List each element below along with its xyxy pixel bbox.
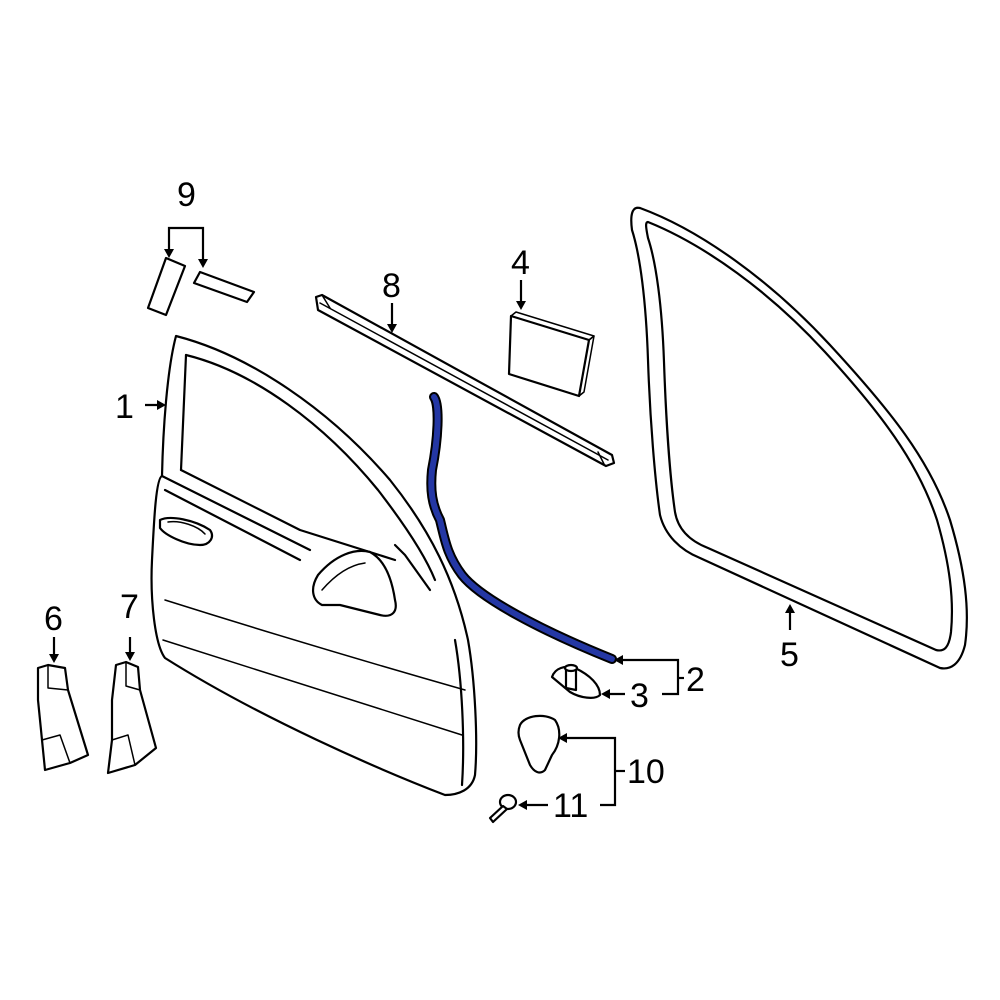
- screw-part[interactable]: [488, 793, 518, 824]
- callout-4: 4: [511, 244, 530, 282]
- check-cover-part[interactable]: [517, 714, 561, 774]
- callout-1: 1: [115, 388, 134, 426]
- callout-6: 6: [44, 600, 63, 638]
- tape-part[interactable]: [146, 256, 256, 317]
- callout-3: 3: [630, 677, 649, 715]
- callout-2: 2: [686, 661, 705, 699]
- callout-11: 11: [553, 787, 588, 825]
- weatherstrip-clip-part[interactable]: [550, 663, 602, 699]
- pad-part[interactable]: [507, 311, 595, 398]
- callout-10: 10: [627, 753, 665, 791]
- callout-7: 7: [120, 588, 139, 626]
- front-door-part[interactable]: [150, 334, 478, 797]
- trim-bracket-7-part[interactable]: [106, 660, 158, 775]
- callout-8: 8: [382, 267, 401, 305]
- door-weatherstrip-part[interactable]: [426, 392, 617, 664]
- belt-molding-part[interactable]: [314, 293, 616, 468]
- callout-9: 9: [177, 176, 196, 214]
- trim-bracket-6-part[interactable]: [36, 663, 90, 772]
- callout-5: 5: [780, 636, 799, 674]
- body-weatherstrip-part[interactable]: [630, 206, 968, 670]
